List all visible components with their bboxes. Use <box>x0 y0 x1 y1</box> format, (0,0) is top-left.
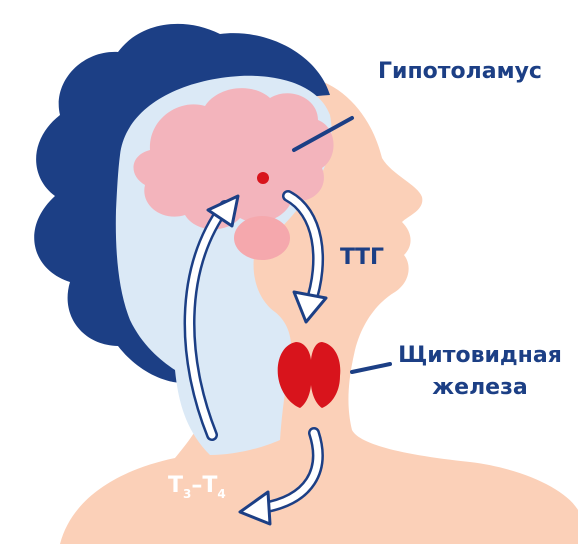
thyroid-label-line1: Щитовидная <box>398 343 562 368</box>
pituitary-gland <box>234 216 290 260</box>
thyroid-hormones-label: Т3–Т4 <box>168 473 226 501</box>
thyroid-label-line2: железа <box>432 375 527 400</box>
hypothalamus-label: Гипотоламус <box>378 59 542 84</box>
tsh-label: ТТГ <box>340 245 384 270</box>
hypothalamus-dot <box>257 172 269 184</box>
thyroid-pointer-line <box>352 364 390 372</box>
